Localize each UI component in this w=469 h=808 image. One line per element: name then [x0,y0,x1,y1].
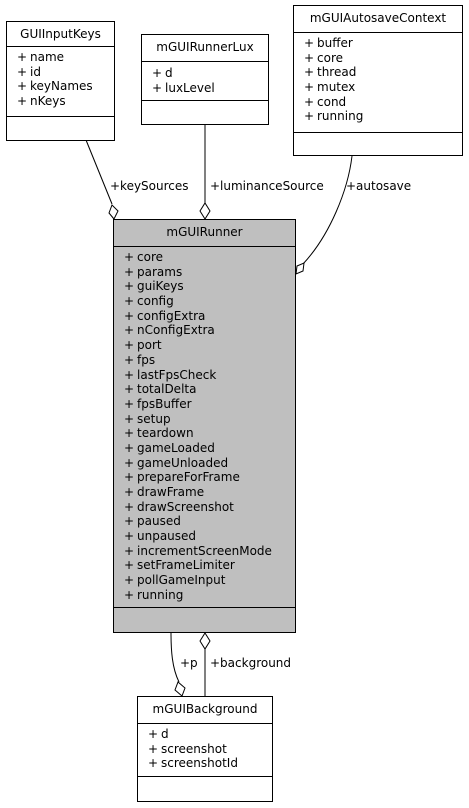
edge-label-keysources: +keySources [110,179,189,193]
attribute-row: +configExtra [124,308,206,323]
attribute-row: +nKeys [17,94,66,109]
attribute-row: +cond [304,94,347,109]
attribute-row: +setFrameLimiter [124,558,235,573]
attribute-row: +running [124,587,184,602]
attribute-row: +gameUnloaded [124,455,229,470]
attribute-row: +d [152,66,173,80]
attribute-row: +running [304,109,364,124]
class-title: mGUIRunner [166,225,243,239]
attribute-row: +core [124,250,163,264]
edge-luminance-diamond [199,202,211,220]
class-box-guiinputkeys[interactable]: GUIInputKeys +name +id +keyNames +nKeys [6,21,115,141]
attribute-list: +name +id +keyNames +nKeys [17,50,110,109]
section-divider [142,61,268,62]
attribute-row: +keyNames [17,79,93,94]
attribute-row: +pollGameInput [124,573,226,588]
attribute-row: +lastFpsCheck [124,367,217,382]
class-box-mguirunner[interactable]: mGUIRunner +core +params +guiKeys +confi… [113,219,296,633]
attribute-row: +name [17,50,65,64]
class-title: mGUIAutosaveContext [309,11,447,25]
attribute-row: +prepareForFrame [124,470,240,485]
attribute-row: +incrementScreenMode [124,543,272,558]
section-divider [7,116,114,117]
section-divider [114,607,295,608]
attribute-row: +totalDelta [124,382,197,397]
attribute-row: +drawFrame [124,485,205,499]
attribute-row: +id [17,64,41,79]
attribute-list: +core +params +guiKeys +config +configEx… [124,250,291,603]
attribute-row: +guiKeys [124,279,184,294]
section-divider [114,246,295,247]
section-divider [294,132,462,133]
attribute-row: +screenshot [148,741,227,756]
edge-p-diamond [174,681,186,697]
class-title: GUIInputKeys [20,27,101,41]
class-title: mGUIBackground [152,702,258,716]
attribute-row: +drawScreenshot [124,499,234,514]
attribute-row: +params [124,264,183,279]
attribute-row: +mutex [304,80,356,95]
edge-p [170,632,180,683]
attribute-row: +fps [124,352,156,367]
section-divider [294,32,462,33]
edge-background-diamond [199,632,211,650]
edge-label-luminancesource: +luminanceSource [210,179,324,193]
edge-keysources [85,139,113,205]
edge-label-p: +p [180,656,198,670]
section-divider [142,100,268,101]
attribute-row: +fpsBuffer [124,396,192,411]
class-box-mguiautosavecontext[interactable]: mGUIAutosaveContext +buffer +core +threa… [293,5,463,156]
attribute-list: +d +screenshot +screenshotId [148,727,268,771]
attribute-row: +config [124,294,174,309]
attribute-list: +buffer +core +thread +mutex +cond +runn… [304,36,458,124]
attribute-row: +nConfigExtra [124,323,215,338]
section-divider [138,723,272,724]
edge-label-autosave: +autosave [346,179,412,193]
attribute-row: +core [304,50,343,65]
attribute-row: +thread [304,65,357,80]
attribute-row: +luxLevel [152,80,215,95]
edge-keysources-diamond [108,204,119,220]
class-title: mGUIRunnerLux [156,40,254,54]
attribute-row: +teardown [124,426,194,441]
attribute-row: +buffer [304,36,353,50]
attribute-row: +d [148,727,169,741]
attribute-row: +paused [124,514,181,529]
attribute-row: +screenshotId [148,756,238,771]
class-box-mguirunnerlux[interactable]: mGUIRunnerLux +d +luxLevel [141,34,269,125]
class-box-mguibackground[interactable]: mGUIBackground +d +screenshot +screensho… [137,696,273,802]
attribute-row: +port [124,338,162,353]
attribute-row: +setup [124,411,171,426]
attribute-list: +d +luxLevel [152,66,264,95]
edge-autosave-diamond [295,262,305,275]
attribute-row: +gameLoaded [124,440,215,455]
section-divider [138,776,272,777]
edge-label-background: +background [210,656,292,670]
section-divider [7,46,114,47]
attribute-row: +unpaused [124,529,197,544]
edge-autosave [302,155,353,265]
